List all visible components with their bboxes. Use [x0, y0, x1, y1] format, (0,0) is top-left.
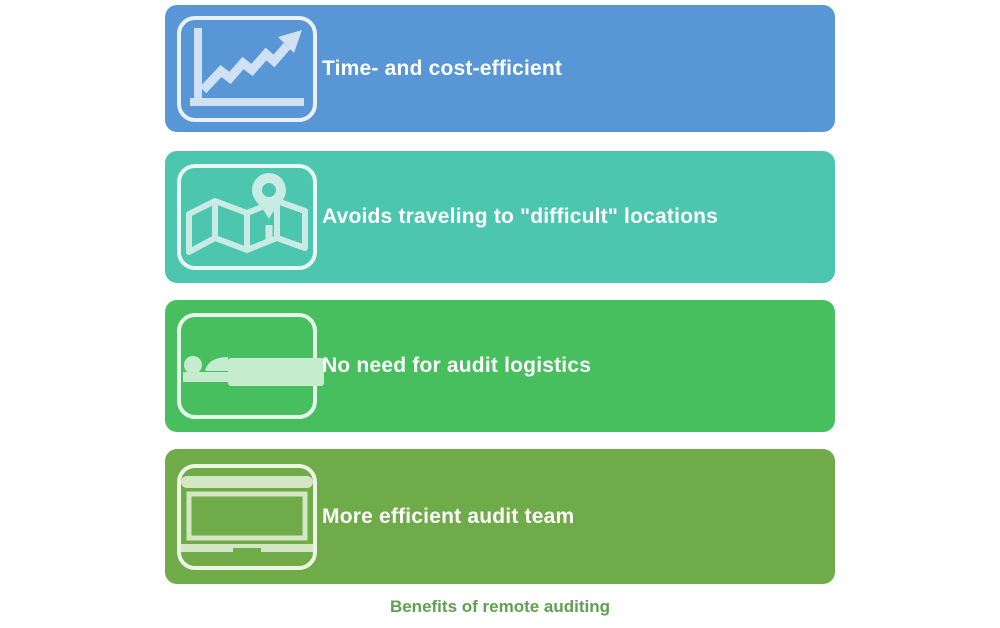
- icon-tile: [177, 463, 317, 570]
- benefit-band-time-cost: Time- and cost-efficient: [165, 5, 835, 132]
- benefit-label: Avoids traveling to "difficult" location…: [322, 204, 719, 228]
- line-chart-icon: [190, 27, 304, 106]
- benefit-band-travel: Avoids traveling to "difficult" location…: [165, 151, 835, 283]
- benefit-label: More efficient audit team: [322, 504, 575, 528]
- icon-tile: [177, 313, 324, 419]
- laptop-icon: [181, 475, 313, 553]
- icon-tile: [177, 15, 317, 122]
- benefit-band-team: More efficient audit team: [165, 449, 835, 584]
- icon-tile: [177, 164, 317, 270]
- diagram-caption: Benefits of remote auditing: [389, 597, 611, 616]
- benefit-label: Time- and cost-efficient: [322, 56, 563, 80]
- benefit-label: No need for audit logistics: [322, 353, 592, 377]
- map-pin-icon: [186, 173, 308, 255]
- bed-icon: [183, 356, 324, 386]
- benefit-band-logistics: No need for audit logistics: [165, 300, 835, 432]
